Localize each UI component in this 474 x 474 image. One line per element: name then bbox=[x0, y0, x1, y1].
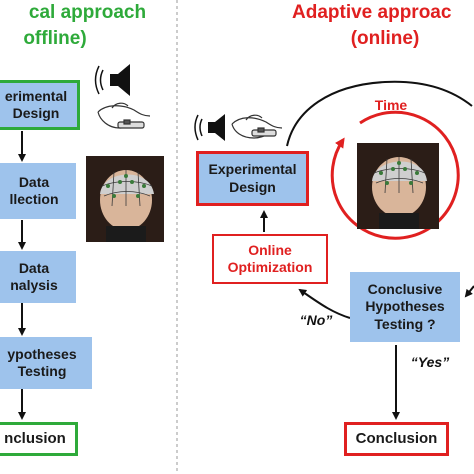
right-conclusion-box: Conclusion bbox=[344, 422, 449, 456]
arrow-into-conclusive bbox=[464, 285, 474, 298]
hand-button-icon-left bbox=[97, 102, 151, 129]
arrow-design-loop bbox=[286, 80, 473, 147]
right-design-line2: Design bbox=[229, 178, 276, 195]
hand-button-icon-right bbox=[231, 114, 283, 139]
right-title-line1: Adaptive approac bbox=[292, 2, 452, 23]
right-conclusion-label: Conclusion bbox=[355, 429, 438, 447]
left-step-3-line2: nalysis bbox=[10, 277, 58, 293]
online-optimization-line1: Online bbox=[248, 241, 292, 258]
conclusive-line2: Hypotheses bbox=[365, 298, 445, 315]
conclusive-line3: Testing ? bbox=[374, 315, 436, 332]
no-label: “No” bbox=[299, 312, 333, 328]
left-step-1-line2: Design bbox=[12, 105, 60, 121]
left-title-line1: cal approach bbox=[28, 2, 147, 23]
left-step-2-line2: llection bbox=[9, 191, 59, 207]
left-step-1-line1: erimental bbox=[4, 87, 68, 104]
arrow-no bbox=[298, 288, 351, 319]
left-conclusion-box: nclusion bbox=[0, 422, 78, 456]
left-title-line2: offline) bbox=[23, 28, 87, 49]
left-step-4-line1: ypotheses bbox=[7, 345, 77, 362]
eeg-cap-photo-left bbox=[86, 156, 164, 242]
speaker-icon-right bbox=[194, 114, 225, 141]
eeg-cap-photo-right bbox=[357, 143, 439, 229]
left-step-3-line1: Data bbox=[18, 259, 50, 276]
online-optimization-line2: Optimization bbox=[227, 259, 313, 275]
time-circle bbox=[330, 110, 460, 240]
left-conclusion-label: nclusion bbox=[4, 429, 66, 447]
left-step-2-line1: Data bbox=[18, 173, 50, 190]
right-design-line1: Experimental bbox=[208, 161, 297, 177]
left-step-4-line2: Testing bbox=[17, 363, 67, 379]
right-title-line2: (online) bbox=[350, 28, 420, 49]
conclusive-line1: Conclusive bbox=[367, 280, 443, 297]
yes-label: “Yes” bbox=[410, 354, 450, 370]
speaker-icon-left bbox=[94, 64, 130, 96]
time-label: Time bbox=[374, 97, 408, 113]
